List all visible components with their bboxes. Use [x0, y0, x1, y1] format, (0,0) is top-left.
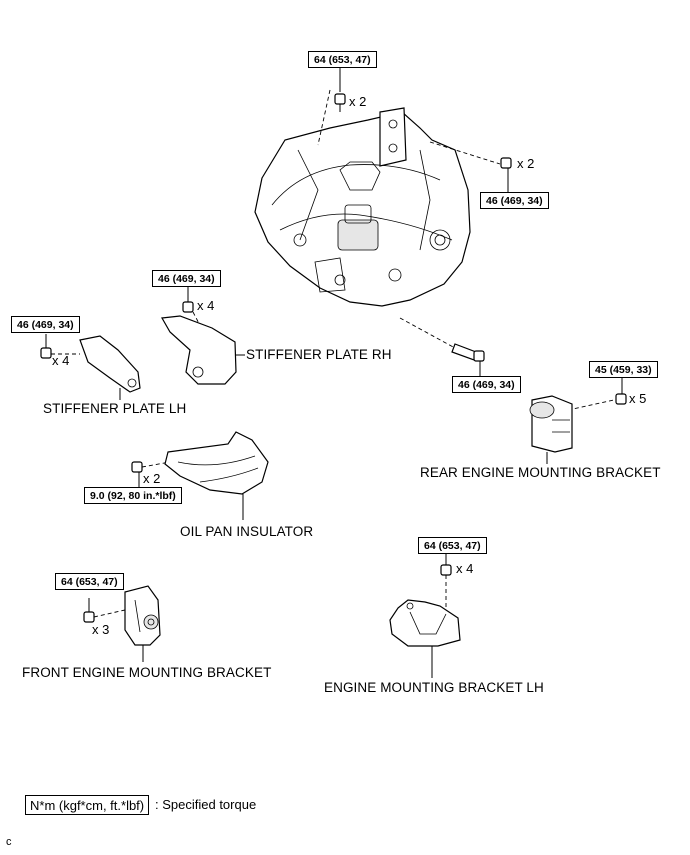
- quantity-top-right-bolt: x 2: [517, 156, 535, 171]
- label-engine-mounting-bracket-lh: ENGINE MOUNTING BRACKET LH: [324, 680, 544, 695]
- bolt-top-right-graphic: [429, 141, 512, 193]
- label-stiffener-plate-rh: STIFFENER PLATE RH: [246, 347, 392, 362]
- torque-callout-front-bracket: 64 (653, 47): [55, 573, 124, 590]
- torque-callout-top: 64 (653, 47): [308, 51, 377, 68]
- torque-callout-engine-bracket-lh: 64 (653, 47): [418, 537, 487, 554]
- bolt-top-graphic: [317, 68, 346, 146]
- torque-callout-oil-pan-insulator: 9.0 (92, 80 in.*lbf): [84, 487, 182, 504]
- bolt-lower-center-graphic: [399, 317, 485, 378]
- quantity-rear-bracket: x 5: [629, 391, 647, 406]
- figure-code: c: [6, 836, 12, 848]
- front-engine-mounting-bracket-graphic: [83, 585, 161, 662]
- torque-callout-top-right: 46 (469, 34): [480, 192, 549, 209]
- quantity-top-bolt: x 2: [349, 94, 367, 109]
- label-stiffener-plate-lh: STIFFENER PLATE LH: [43, 401, 187, 416]
- legend-unit-box: N*m (kgf*cm, ft.*lbf): [25, 795, 150, 815]
- oil-pan-insulator-graphic: [131, 431, 269, 520]
- label-oil-pan-insulator: OIL PAN INSULATOR: [180, 524, 314, 539]
- stiffener-plate-lh-graphic: [40, 334, 141, 400]
- torque-callout-rear-bracket: 45 (459, 33): [589, 361, 658, 378]
- quantity-front-bracket: x 3: [92, 622, 110, 637]
- label-rear-engine-mounting-bracket: REAR ENGINE MOUNTING BRACKET: [420, 465, 661, 480]
- quantity-engine-bracket-lh: x 4: [456, 561, 474, 576]
- quantity-stiffener-lh: x 4: [52, 353, 70, 368]
- rear-engine-mounting-bracket-graphic: [529, 378, 627, 464]
- torque-callout-stiffener-lh: 46 (469, 34): [11, 316, 80, 333]
- legend-description: : Specified torque: [155, 797, 257, 812]
- stiffener-plate-rh-graphic: [161, 287, 245, 385]
- transaxle-assembly: [254, 107, 471, 307]
- quantity-oil-pan-insulator: x 2: [143, 471, 161, 486]
- engine-mounting-bracket-lh-graphic: [389, 553, 461, 678]
- torque-callout-stiffener-rh: 46 (469, 34): [152, 270, 221, 287]
- quantity-stiffener-rh: x 4: [197, 298, 215, 313]
- label-front-engine-mounting-bracket: FRONT ENGINE MOUNTING BRACKET: [22, 665, 272, 680]
- torque-callout-lower-center: 46 (469, 34): [452, 376, 521, 393]
